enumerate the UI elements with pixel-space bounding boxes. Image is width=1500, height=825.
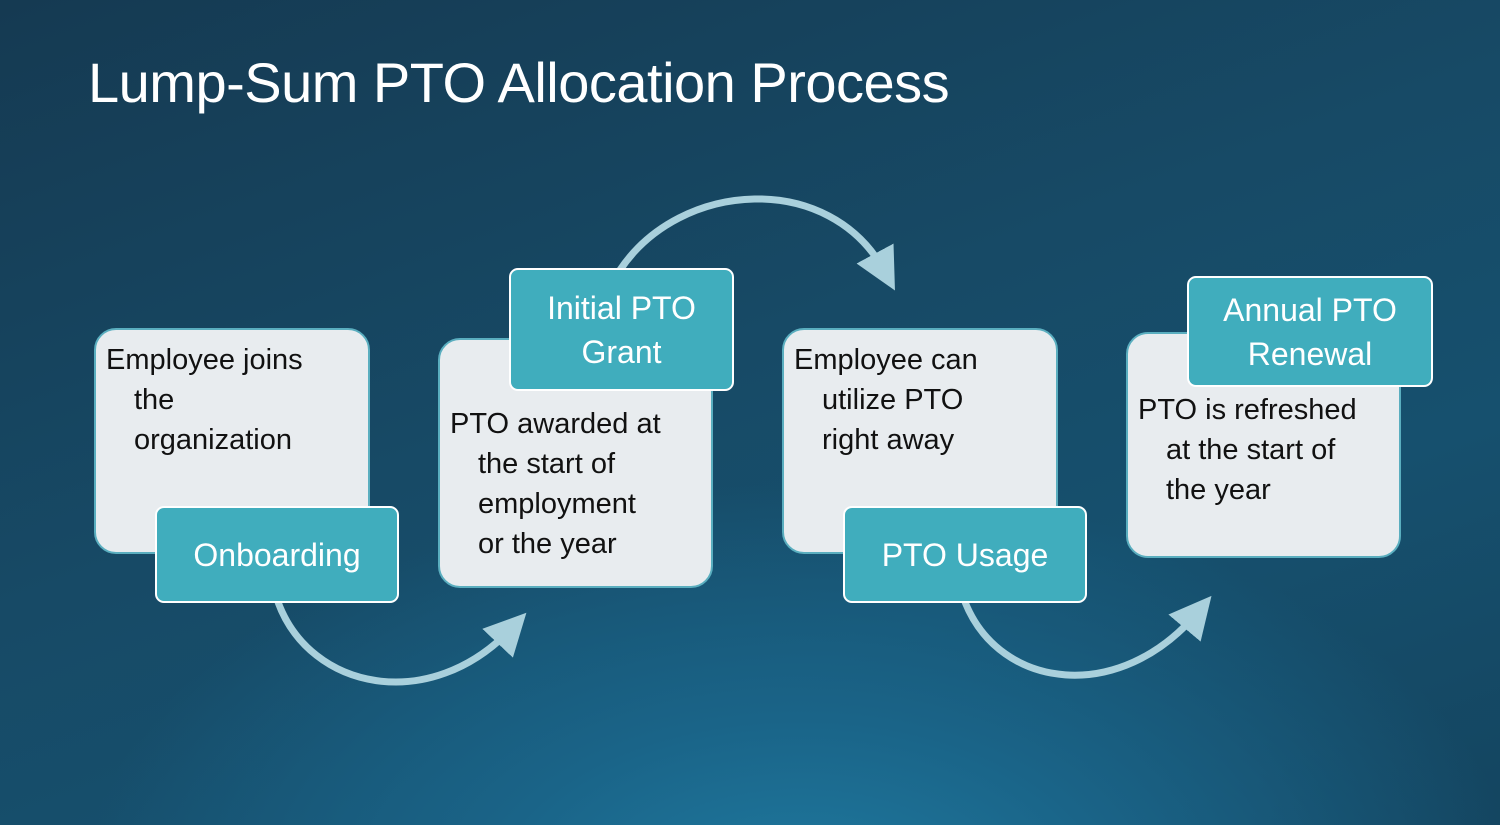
arrow-icon bbox=[617, 195, 895, 291]
step-label-annual-pto-renewal: Annual PTO Renewal bbox=[1187, 276, 1433, 387]
step-description-line: the year bbox=[1166, 474, 1271, 506]
slide-title: Lump-Sum PTO Allocation Process bbox=[88, 51, 950, 114]
step-label-onboarding: Onboarding bbox=[155, 506, 399, 603]
step-description-line: PTO is refreshed bbox=[1138, 394, 1357, 426]
step-description-line: right away bbox=[822, 424, 955, 456]
step-label-initial-pto-grant: Initial PTO Grant bbox=[509, 268, 734, 391]
step-description-line: PTO awarded at bbox=[450, 408, 661, 440]
step-description-line: or the year bbox=[478, 528, 617, 560]
step-label-pto-usage: PTO Usage bbox=[843, 506, 1087, 603]
step-description-line: the bbox=[134, 384, 175, 416]
step-description-line: Employee can bbox=[794, 344, 978, 376]
step-description-line: organization bbox=[134, 424, 292, 456]
step-description-line: employment bbox=[478, 488, 636, 520]
arrow-icon bbox=[274, 600, 527, 686]
step-description-line: utilize PTO bbox=[822, 384, 964, 416]
step-description-line: the start of bbox=[478, 448, 616, 480]
arrow-icon bbox=[961, 595, 1212, 679]
step-description-line: at the start of bbox=[1166, 434, 1336, 466]
step-description-line: Employee joins bbox=[106, 344, 303, 376]
